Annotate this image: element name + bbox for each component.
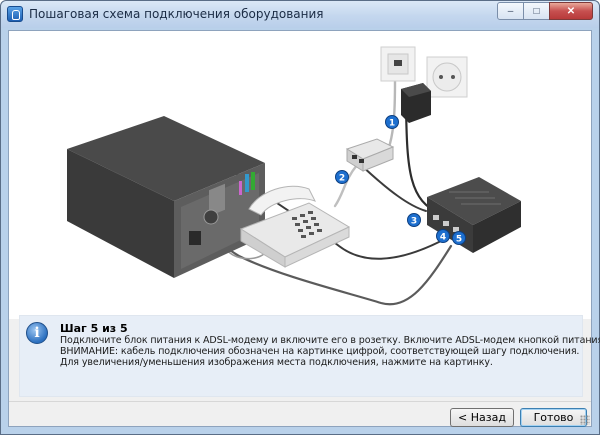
marker-2[interactable]: 2 (335, 170, 349, 184)
done-button[interactable]: Готово (520, 408, 587, 427)
close-button[interactable]: ✕ (549, 2, 593, 20)
power-adapter-icon (401, 83, 431, 123)
back-button[interactable]: < Назад (450, 408, 514, 427)
svg-text:5: 5 (456, 235, 462, 245)
marker-5[interactable]: 5 (452, 231, 466, 245)
power-outlet-icon (426, 56, 468, 98)
telephone-icon (239, 185, 351, 268)
info-line-zoom-hint: Для увеличения/уменьшения изображения ме… (60, 357, 493, 368)
title-bar: Пошаговая схема подключения оборудования… (1, 1, 599, 28)
info-icon: i (26, 322, 48, 344)
app-icon (7, 6, 23, 22)
info-line-warning: ВНИМАНИЕ: кабель подключения обозначен н… (60, 346, 580, 357)
adsl-splitter-icon (345, 138, 395, 172)
system-unit-icon (67, 116, 265, 278)
svg-text:4: 4 (440, 233, 446, 243)
marker-1[interactable]: 1 (385, 115, 399, 129)
phone-wall-socket-icon (380, 46, 416, 82)
footer-separator (9, 401, 591, 402)
window-title: Пошаговая схема подключения оборудования (29, 7, 324, 21)
svg-text:2: 2 (339, 174, 345, 184)
caption-buttons: – □ ✕ (497, 2, 593, 20)
svg-text:1: 1 (389, 119, 395, 129)
resize-grip[interactable] (580, 415, 590, 425)
minimize-button[interactable]: – (497, 2, 524, 20)
info-panel: i Шаг 5 из 5 Подключите блок питания к A… (19, 315, 600, 397)
marker-4[interactable]: 4 (436, 229, 450, 243)
svg-text:3: 3 (411, 217, 417, 227)
marker-3[interactable]: 3 (407, 213, 421, 227)
info-line-instruction: Подключите блок питания к ADSL-модему и … (60, 335, 600, 346)
client-area: 1 2 3 4 5 (8, 30, 600, 427)
step-title: Шаг 5 из 5 (60, 322, 128, 335)
diagram-svg[interactable]: 1 2 3 4 5 (9, 31, 591, 319)
maximize-button[interactable]: □ (523, 2, 550, 20)
connection-diagram[interactable]: 1 2 3 4 5 (9, 31, 591, 319)
